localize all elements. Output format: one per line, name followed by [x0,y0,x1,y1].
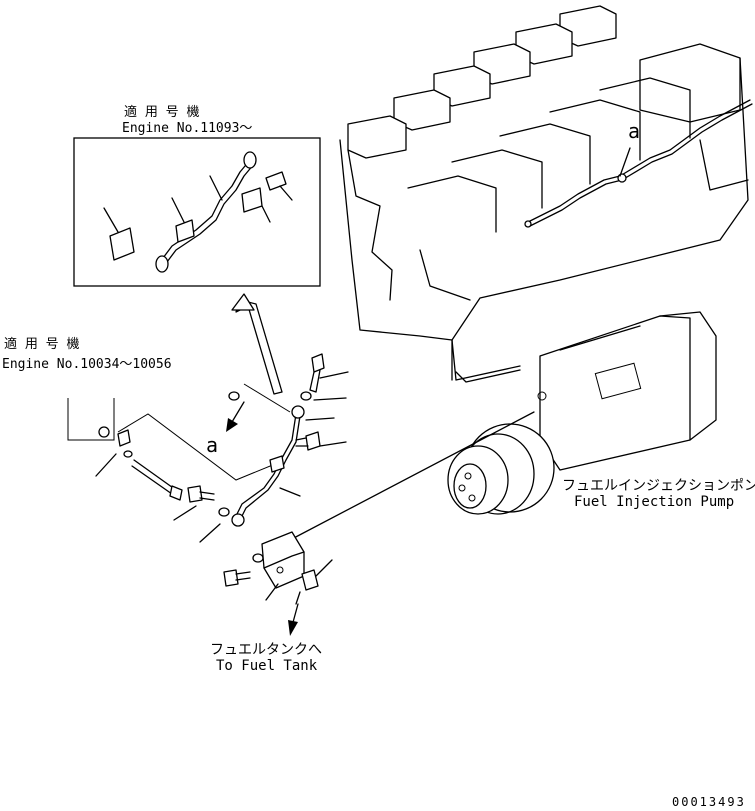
ref-a-arrow [226,401,245,432]
engine-block [339,5,753,383]
left-applicable-label: 適 用 号 機 [4,336,79,352]
fuel-injection-pump [447,311,717,515]
fuel-tank-label-en: To Fuel Tank [216,658,318,674]
exploded-fuel-line-parts [95,353,349,605]
inset-applicable-label: 適 用 号 機 [124,104,199,120]
fuel-tank-label-jp: フュエルタンクへ [210,642,322,658]
pump-label-jp: フュエルインジェクションポンプ [562,478,755,494]
inset-fuel-line-assembly [103,151,293,273]
drawing-number: 00013493 [672,795,746,809]
applicability-bracket [67,398,115,441]
inset-box [73,137,321,287]
inset-pointer-arrow [231,293,283,395]
ref-a-engine-label: a [628,119,640,143]
left-engine-number: Engine No.10034～10056 [2,357,172,372]
ref-a-left-label: a [206,433,218,457]
inset-engine-number: Engine No.11093～ [122,121,252,136]
to-fuel-tank-arrow [288,603,299,636]
fuel-return-line [289,411,535,541]
pump-label-en: Fuel Injection Pump [574,494,734,510]
